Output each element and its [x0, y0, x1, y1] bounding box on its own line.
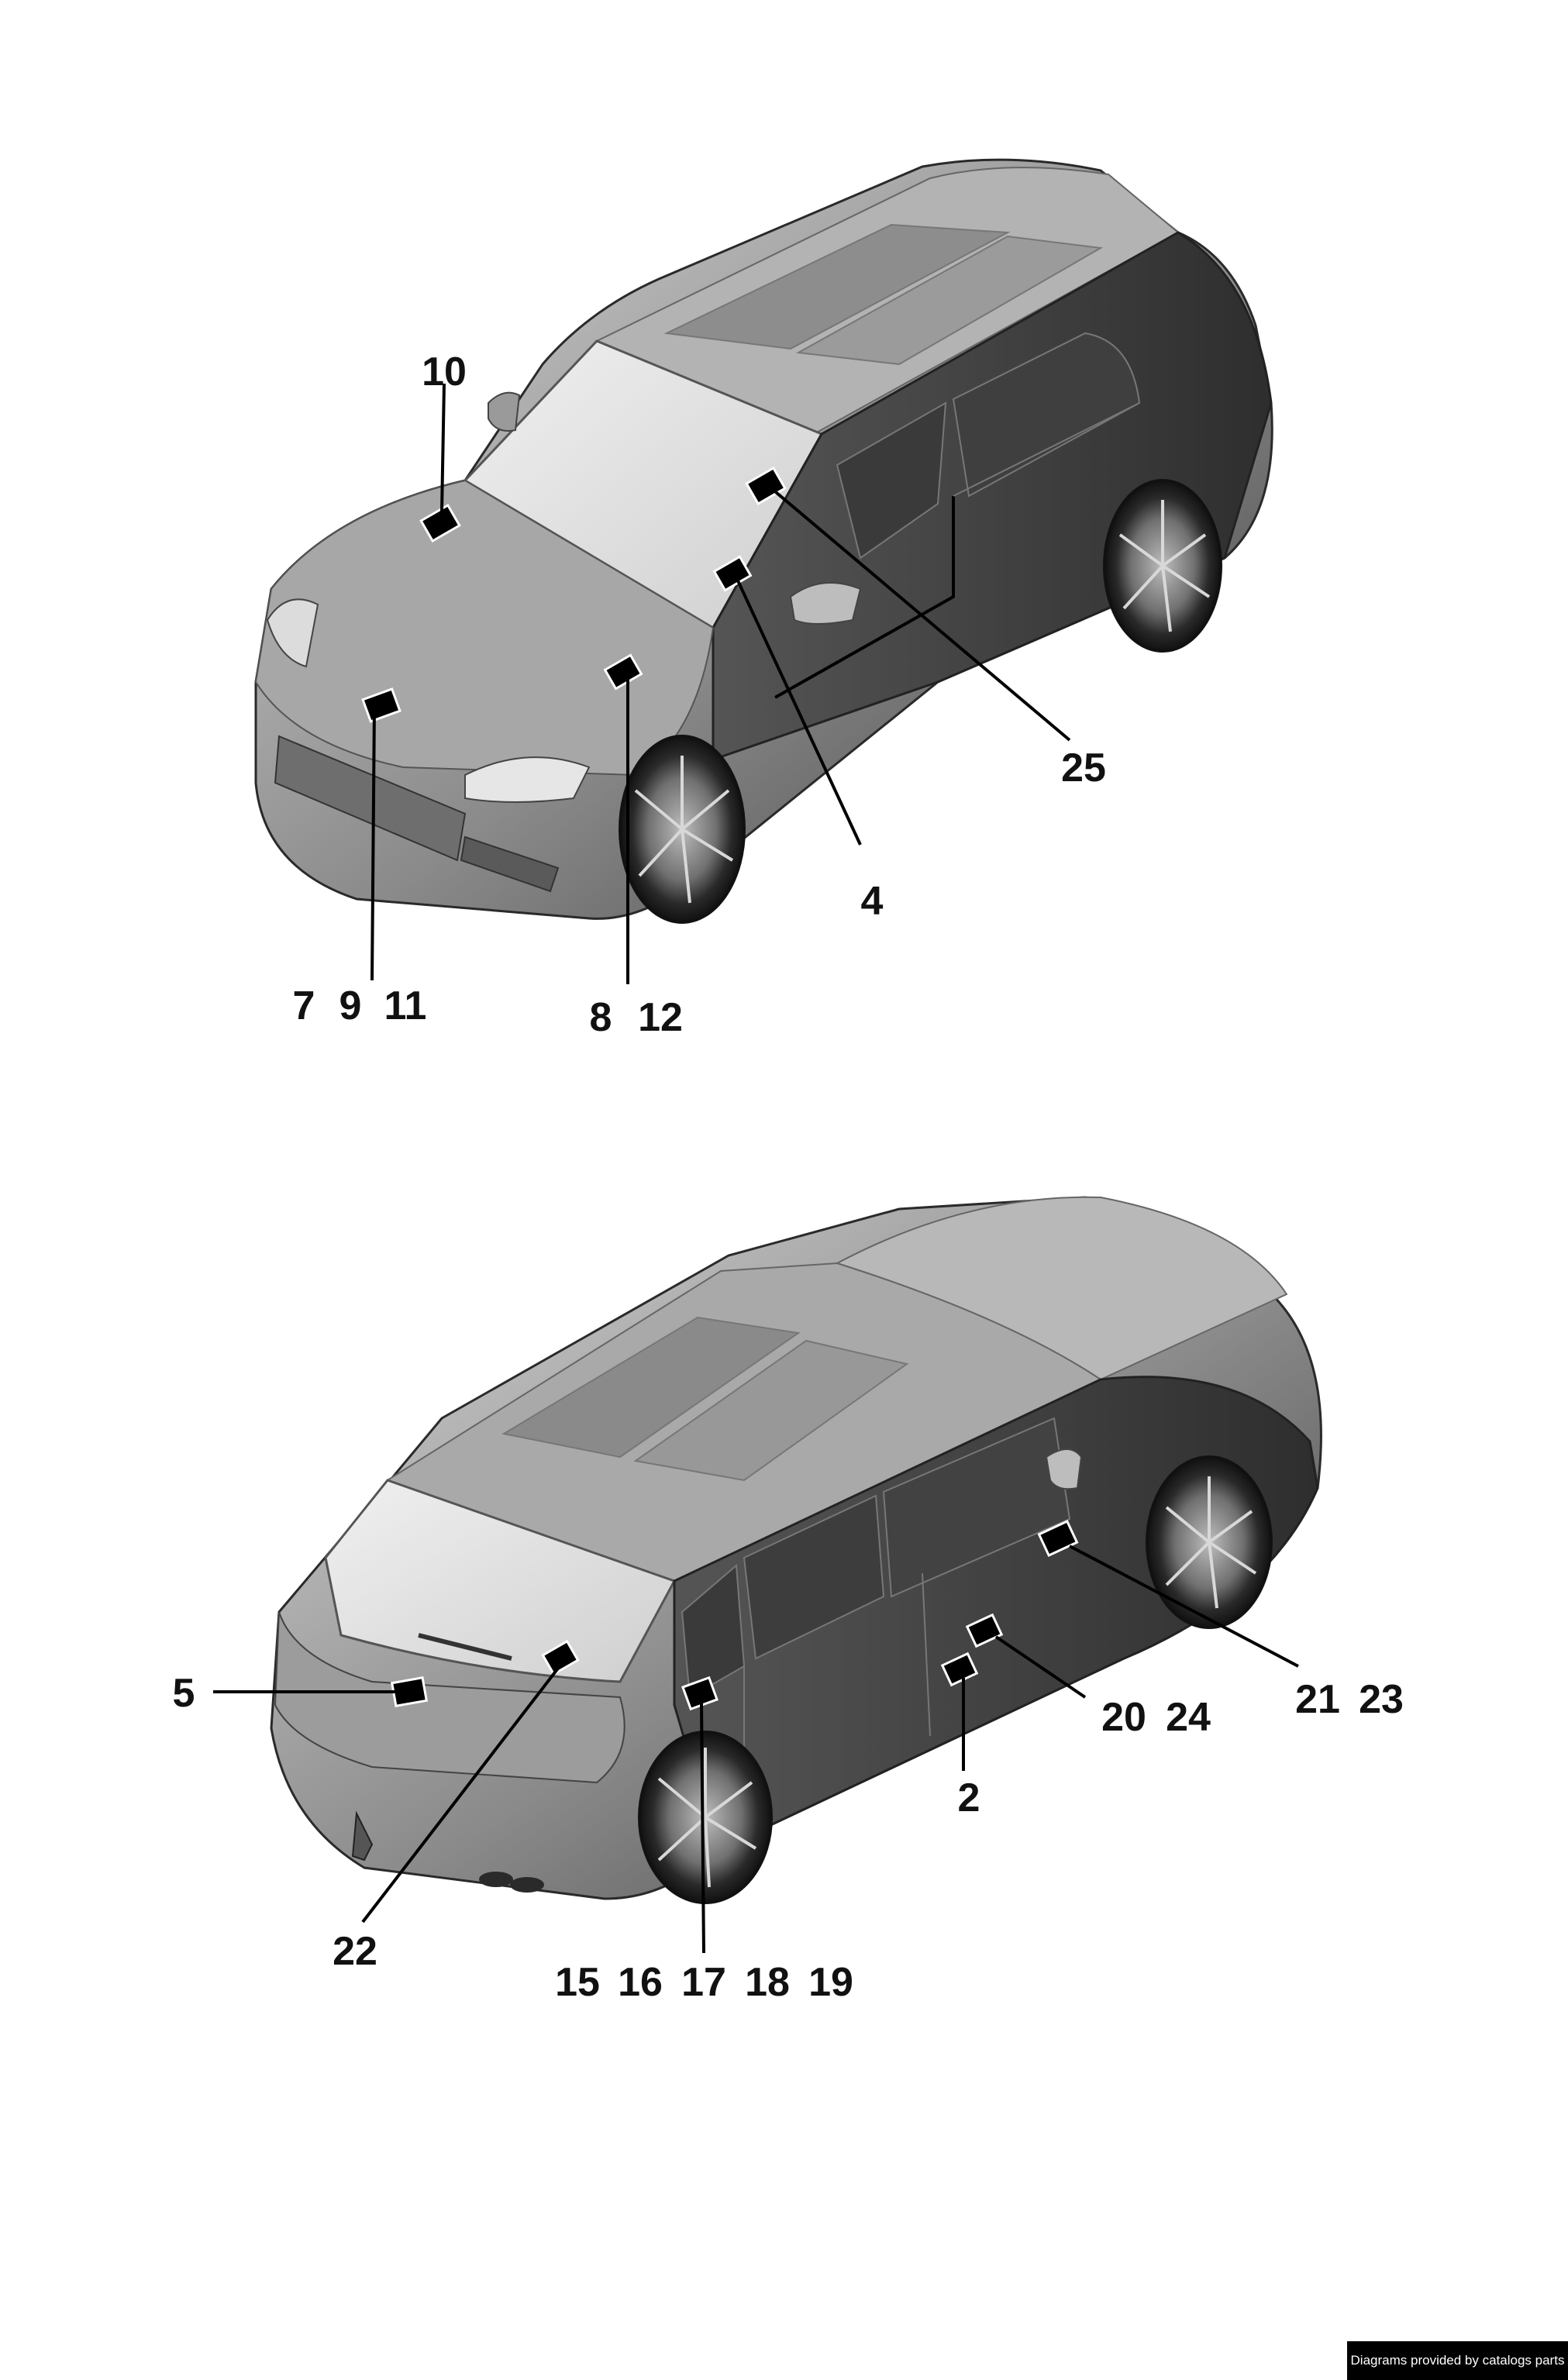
label-marker: [541, 1639, 580, 1676]
callout-number: 20: [1101, 1695, 1146, 1740]
label-marker: [681, 1676, 719, 1711]
callout-number: 2: [958, 1776, 980, 1820]
credit-text: Diagrams provided by catalogs parts: [1350, 2353, 1565, 2368]
callout-number: 19: [808, 1960, 853, 2005]
rear-view-leader-lines: [213, 1545, 1299, 1954]
callout-number: 18: [745, 1960, 790, 2005]
front-view-leader-lines: [370, 383, 1071, 984]
callout-number: 11: [384, 983, 427, 1028]
callout-number: 8: [590, 995, 612, 1040]
callout-number: 21: [1295, 1677, 1340, 1722]
label-marker: [965, 1613, 1004, 1648]
label-marker: [745, 466, 787, 506]
front-view-label-markers: [361, 466, 787, 723]
label-marker: [1037, 1519, 1079, 1558]
label-marker: [419, 503, 461, 543]
callout-number: 15: [555, 1960, 600, 2005]
callout-number: 5: [173, 1671, 195, 1716]
callout-number: 12: [638, 995, 683, 1040]
label-marker: [390, 1676, 429, 1707]
label-marker: [361, 687, 401, 723]
callout-number: 22: [333, 1929, 377, 1974]
callout-number: 9: [339, 983, 362, 1028]
rear-view-car-illustration: [270, 1196, 1322, 1904]
callout-number: 4: [861, 879, 884, 924]
rear-view-label-markers: [390, 1519, 1079, 1711]
callout-number: 25: [1061, 746, 1106, 790]
callout-number: 7: [293, 983, 315, 1028]
front-view-callouts: 10 25 4 7 9 11 8 12: [293, 350, 1106, 1040]
callout-number: 17: [681, 1960, 726, 2005]
diagram-credit-badge: Diagrams provided by catalogs parts: [1347, 2341, 1568, 2380]
callout-number: 24: [1166, 1695, 1211, 1740]
callout-number: 16: [618, 1960, 663, 2005]
rear-view-callouts: 5 22 15 16 17 18 19 2 20 24 21 23: [173, 1671, 1404, 2005]
callout-number: 10: [422, 350, 467, 394]
front-view-car-illustration: [254, 158, 1273, 924]
callout-number: 23: [1359, 1677, 1404, 1722]
